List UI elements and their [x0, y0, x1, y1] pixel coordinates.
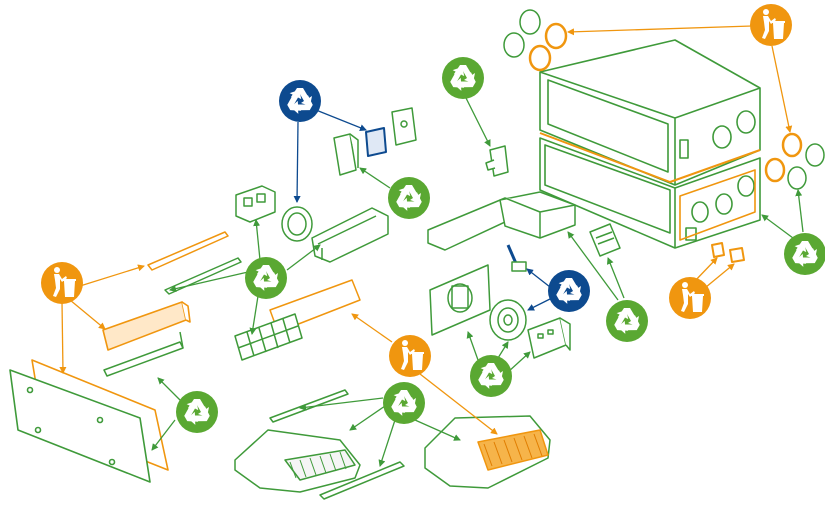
recycle-badge-green [383, 382, 425, 424]
motor-connector [511, 261, 527, 272]
waste-badge-orange [750, 4, 792, 46]
fan-motor-part [489, 299, 527, 341]
small-orange-part-1 [711, 242, 725, 258]
parts-drawings [9, 9, 825, 500]
recycle-badge-green [176, 391, 218, 433]
fan-ring-left-part [281, 206, 313, 242]
drain-tray-part [311, 207, 389, 263]
sensor-part [485, 145, 509, 177]
filter-cassette-right-media [477, 429, 549, 471]
damper-assembly-part [427, 191, 576, 251]
recycle-badge-blue [279, 80, 321, 122]
small-orange-part-2 [729, 247, 745, 263]
recycle-badge-green [784, 233, 825, 275]
filter-rail-top [269, 389, 349, 423]
recycle-badge-green [606, 300, 648, 342]
waste-badge-orange [669, 277, 711, 319]
duct-rings-right [764, 132, 825, 190]
fan-plate-part [429, 264, 491, 336]
recycle-badge-green [388, 177, 430, 219]
filter-media-pleats [483, 433, 543, 467]
recycle-badge-blue [548, 270, 590, 312]
bracket-rail-end [179, 331, 184, 349]
housing-top-part [539, 39, 761, 186]
recycle-badge-green [245, 257, 287, 299]
filter-cassette-left-part [234, 429, 361, 493]
housing-bottom-insulation [679, 169, 756, 241]
controller-box-part [527, 317, 571, 359]
recycle-badge-green [442, 57, 484, 99]
filter-rail-bottom [319, 461, 405, 500]
thin-strip-orange [147, 231, 229, 271]
housing-insulation-line [539, 132, 761, 183]
recycle-badge-green [470, 355, 512, 397]
fan-housing-left-part [235, 185, 276, 223]
waste-badge-orange [41, 262, 83, 304]
front-cover-part [9, 369, 151, 483]
housing-bottom-part [539, 137, 761, 249]
insulation-block-part [102, 301, 191, 351]
bypass-motor-part [589, 223, 621, 257]
grid-filter-part [234, 313, 303, 361]
electronics-box-part [333, 107, 417, 176]
duct-rings-top [503, 9, 568, 72]
thin-strip-green [164, 257, 242, 295]
waste-badge-orange [389, 335, 431, 377]
pcb-part [365, 127, 387, 157]
